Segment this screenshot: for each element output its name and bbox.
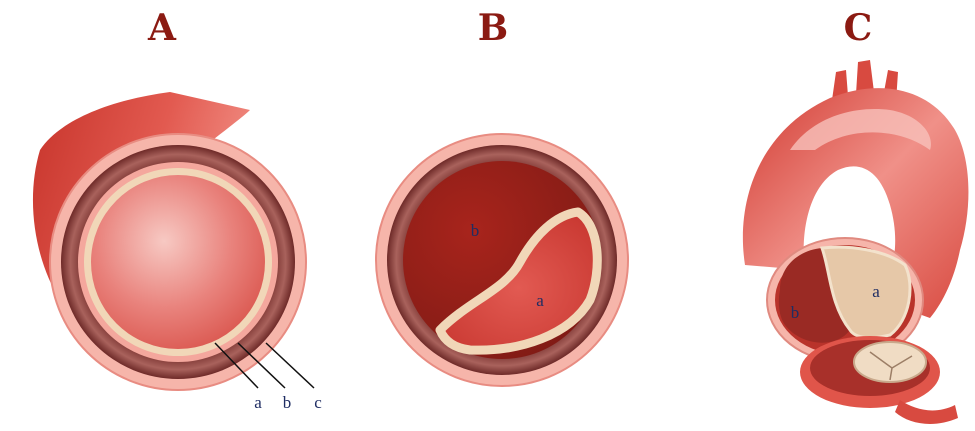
panel-b-label-a: a bbox=[536, 291, 544, 310]
panel-b: B b a bbox=[376, 7, 628, 386]
panel-a-label-b: b bbox=[283, 393, 292, 412]
panel-c-label-b: b bbox=[791, 303, 800, 322]
panel-b-label-b: b bbox=[471, 221, 480, 240]
panel-a-lumen bbox=[91, 175, 265, 349]
panel-c-title: C bbox=[844, 7, 873, 49]
panel-a-label-c: c bbox=[314, 393, 322, 412]
panel-a-label-a: a bbox=[254, 393, 262, 412]
panel-c-label-a: a bbox=[872, 282, 880, 301]
panel-a-leader-c bbox=[266, 343, 314, 388]
panel-c: C a b bbox=[743, 7, 969, 424]
panel-c-descending-tail bbox=[895, 400, 958, 424]
panel-a-title: A bbox=[147, 7, 177, 49]
panel-a: A a b c bbox=[33, 7, 322, 412]
panel-b-title: B bbox=[478, 7, 508, 49]
